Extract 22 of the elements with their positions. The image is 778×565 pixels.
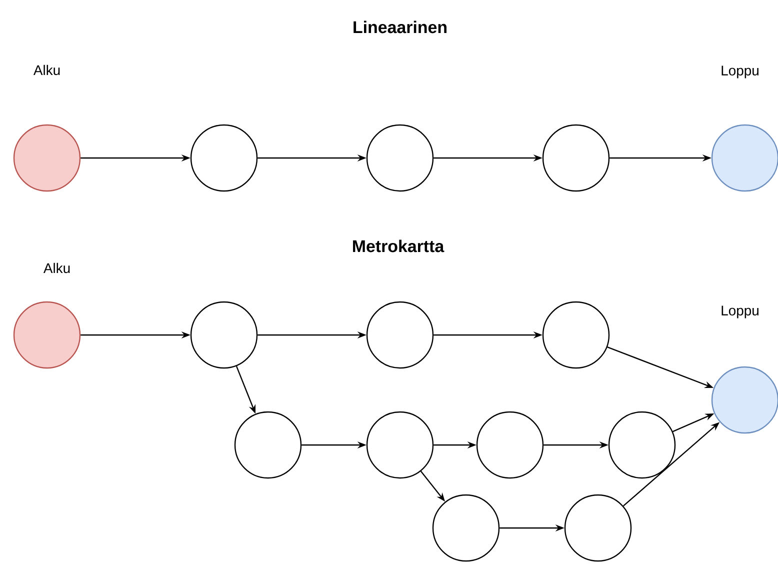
node-label: Loppu [722, 306, 758, 318]
section-heading: Metrokartta [353, 240, 444, 252]
node-label: Alku [43, 262, 70, 274]
circle-node [13, 124, 81, 192]
circle-node [711, 366, 778, 434]
node-label: Alku [33, 64, 60, 76]
circle-node [476, 411, 544, 479]
circle-node [190, 301, 258, 369]
circle-node [13, 301, 81, 369]
circle-node [608, 411, 676, 479]
circle-node [366, 411, 434, 479]
circle-node [711, 124, 778, 192]
circle-node [564, 494, 632, 562]
node-label: Loppu [722, 66, 758, 78]
circle-node [366, 124, 434, 192]
circle-node [366, 301, 434, 369]
circle-node [542, 124, 610, 192]
circle-node [432, 494, 500, 562]
circle-node [542, 301, 610, 369]
circle-node [234, 411, 302, 479]
section-heading: Lineaarinen [354, 20, 446, 34]
circle-node [190, 124, 258, 192]
